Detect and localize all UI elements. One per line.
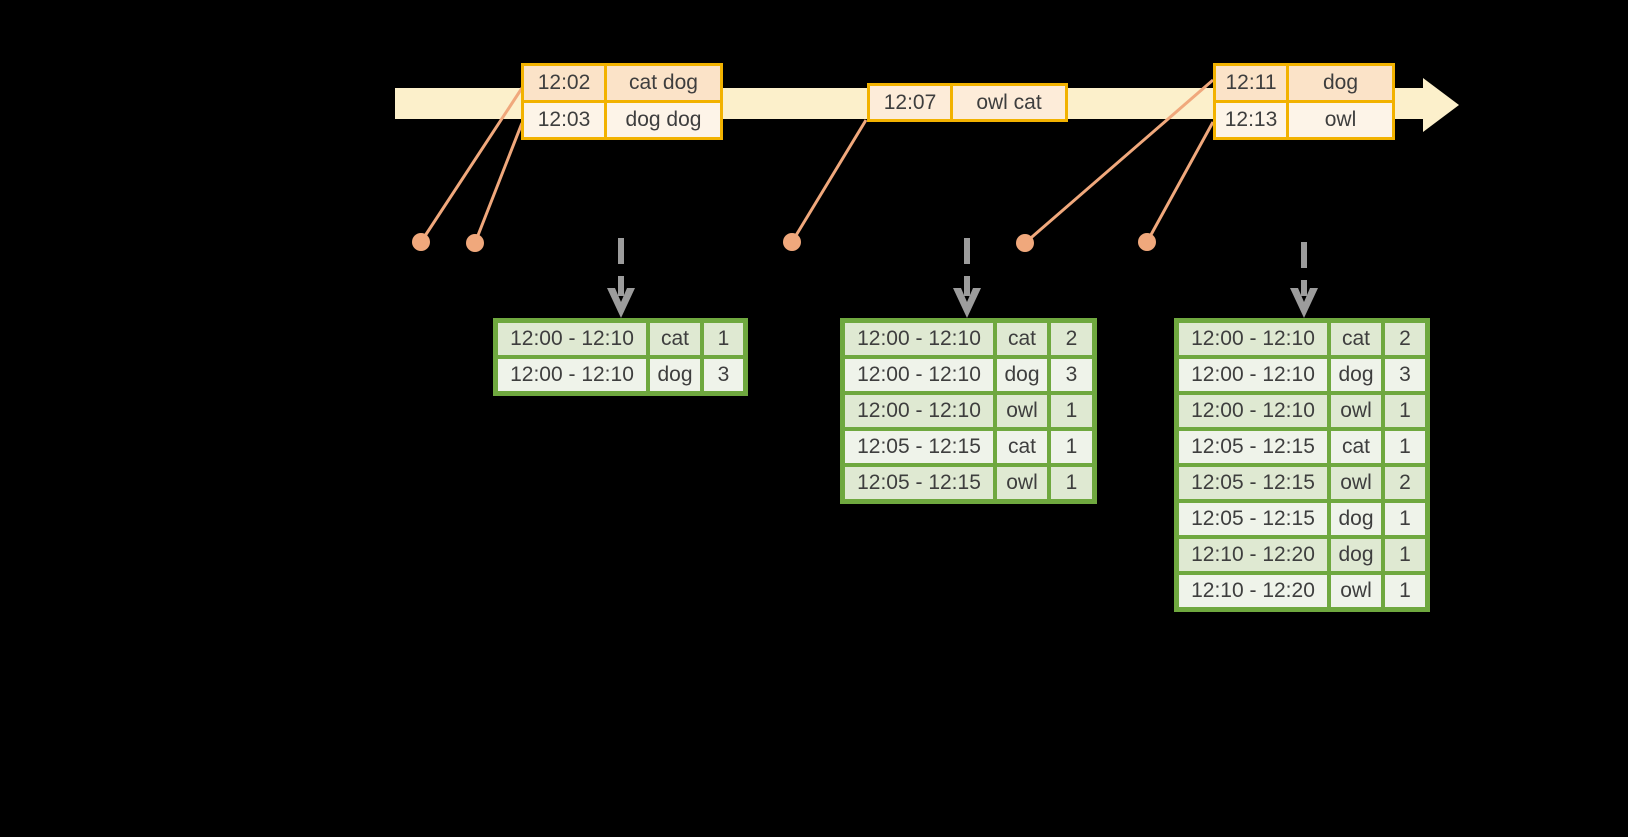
word-cell: cat xyxy=(1331,431,1381,463)
event-dot xyxy=(412,233,430,251)
event-connector-line xyxy=(1024,78,1214,245)
count-cell: 1 xyxy=(1051,431,1092,463)
word-cell: dog xyxy=(997,359,1047,391)
count-cell: 1 xyxy=(1385,431,1425,463)
window-cell: 12:05 - 12:15 xyxy=(1179,503,1327,535)
count-cell: 1 xyxy=(1385,395,1425,427)
event-box-2: 12:07 owl cat xyxy=(867,83,1068,122)
window-cell: 12:05 - 12:15 xyxy=(1179,431,1327,463)
trigger-arrow xyxy=(953,238,981,318)
window-cell: 12:00 - 12:10 xyxy=(1179,395,1327,427)
arrow-head-icon xyxy=(607,288,635,318)
count-cell: 2 xyxy=(1051,323,1092,355)
window-cell: 12:05 - 12:15 xyxy=(845,431,993,463)
word-cell: owl xyxy=(1331,467,1381,499)
window-cell: 12:00 - 12:10 xyxy=(845,359,993,391)
event-connector-line xyxy=(473,122,524,244)
word-cell: dog xyxy=(1331,539,1381,571)
word-cell: cat xyxy=(650,323,700,355)
event-time: 12:11 xyxy=(1216,66,1286,100)
window-cell: 12:10 - 12:20 xyxy=(1179,539,1327,571)
timeline-arrowhead-icon xyxy=(1423,78,1459,132)
event-connector-line xyxy=(1145,121,1215,243)
event-dot xyxy=(1016,234,1034,252)
word-cell: dog xyxy=(650,359,700,391)
event-words: dog xyxy=(1289,66,1392,100)
window-cell: 12:10 - 12:20 xyxy=(1179,575,1327,607)
arrow-head-icon xyxy=(953,288,981,318)
event-words: owl xyxy=(1289,103,1392,137)
event-connector-line xyxy=(790,119,868,243)
event-box-3: 12:11 dog 12:13 owl xyxy=(1213,63,1395,140)
count-cell: 1 xyxy=(1385,539,1425,571)
word-cell: owl xyxy=(997,467,1047,499)
word-cell: owl xyxy=(1331,575,1381,607)
window-cell: 12:00 - 12:10 xyxy=(498,323,646,355)
event-time: 12:03 xyxy=(524,103,604,137)
arrow-head-icon xyxy=(1290,288,1318,318)
count-cell: 3 xyxy=(1385,359,1425,391)
count-cell: 2 xyxy=(1385,323,1425,355)
event-dot xyxy=(466,234,484,252)
window-cell: 12:05 - 12:15 xyxy=(1179,467,1327,499)
word-cell: cat xyxy=(997,431,1047,463)
event-time: 12:02 xyxy=(524,66,604,100)
count-cell: 2 xyxy=(1385,467,1425,499)
word-cell: cat xyxy=(997,323,1047,355)
word-cell: owl xyxy=(997,395,1047,427)
event-connector-line xyxy=(419,87,524,243)
word-cell: owl xyxy=(1331,395,1381,427)
window-cell: 12:00 - 12:10 xyxy=(1179,323,1327,355)
window-cell: 12:00 - 12:10 xyxy=(1179,359,1327,391)
word-cell: cat xyxy=(1331,323,1381,355)
count-cell: 3 xyxy=(704,359,743,391)
count-cell: 1 xyxy=(1051,395,1092,427)
event-box-1: 12:02 cat dog 12:03 dog dog xyxy=(521,63,723,140)
trigger-arrow xyxy=(607,238,635,318)
window-cell: 12:05 - 12:15 xyxy=(845,467,993,499)
count-cell: 3 xyxy=(1051,359,1092,391)
window-cell: 12:00 - 12:10 xyxy=(845,323,993,355)
event-time: 12:13 xyxy=(1216,103,1286,137)
count-cell: 1 xyxy=(1385,503,1425,535)
count-cell: 1 xyxy=(1385,575,1425,607)
word-cell: dog xyxy=(1331,359,1381,391)
trigger-arrow xyxy=(1290,242,1318,318)
event-dot xyxy=(783,233,801,251)
event-words: owl cat xyxy=(953,86,1065,119)
event-time: 12:07 xyxy=(870,86,950,119)
window-cell: 12:00 - 12:10 xyxy=(498,359,646,391)
event-words: cat dog xyxy=(607,66,720,100)
event-words: dog dog xyxy=(607,103,720,137)
event-dot xyxy=(1138,233,1156,251)
window-cell: 12:00 - 12:10 xyxy=(845,395,993,427)
count-cell: 1 xyxy=(704,323,743,355)
count-cell: 1 xyxy=(1051,467,1092,499)
word-cell: dog xyxy=(1331,503,1381,535)
